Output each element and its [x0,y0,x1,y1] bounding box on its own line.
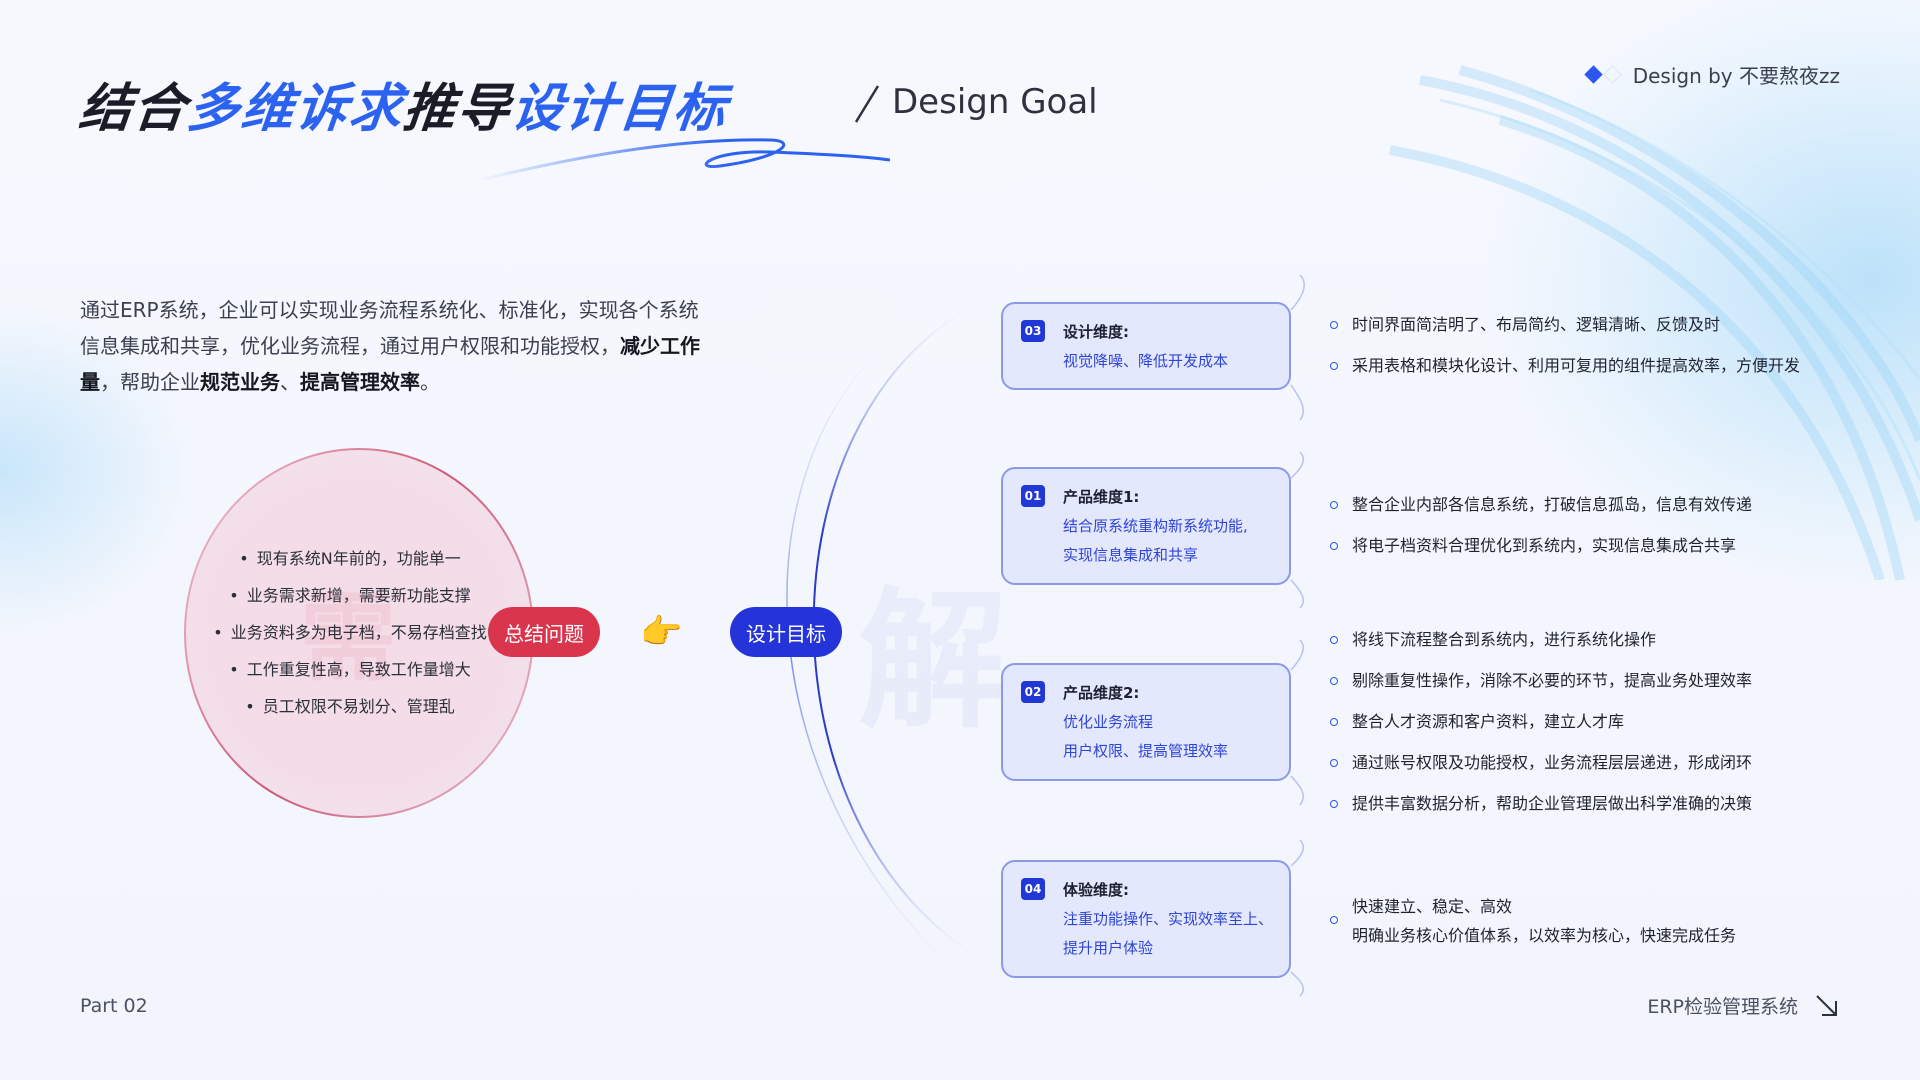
bullets-experience: 快速建立、稳定、高效 明确业务核心价值体系，以效率为核心，快速完成任务 [1330,892,1736,950]
title-underline-swoosh [479,138,890,182]
list-item-line: 明确业务核心价值体系，以效率为核心，快速完成任务 [1352,926,1737,945]
arrow-down-right-icon [1816,994,1837,1016]
node-desc: 注重功能操作、实现效率至上、 [1063,910,1274,928]
list-item: 员工权限不易划分、管理乱 [200,694,500,731]
page-title: 结合多维诉求推导设计目标 Design Goal [76,68,1097,139]
list-item: 业务资料多为电子档，不易存档查找 [200,620,500,657]
node-product-dimension-2: 02 产品维度2: 优化业务流程 用户权限、提高管理效率 [1001,663,1291,781]
node-title: 体验维度: [1063,881,1129,899]
design-by: Design by 不要熬夜zz [1584,60,1840,89]
pointing-hand-icon: 👉 [640,612,683,652]
node-badge: 04 [1021,878,1045,900]
node-desc: 优化业务流程 [1063,713,1154,731]
node-title: 产品维度1: [1063,488,1140,506]
node-experience-dimension: 04 体验维度: 注重功能操作、实现效率至上、 提升用户体验 [1001,860,1291,978]
list-item: 采用表格和模块化设计、利用可复用的组件提高效率，方便开发 [1330,353,1800,394]
list-item: 业务需求新增，需要新功能支撑 [200,583,500,620]
bullets-product-2: 将线下流程整合到系统内，进行系统化操作 剔除重复性操作，消除不必要的环节，提高业… [1330,627,1752,832]
node-desc: 结合原系统重构新系统功能, [1063,517,1248,535]
node-design-dimension: 03 设计维度: 视觉降噪、降低开发成本 [1001,302,1291,390]
bullets-design: 时间界面简洁明了、布局简约、逻辑清晰、反馈及时 采用表格和模块化设计、利用可复用… [1330,312,1800,394]
footer-system-label: ERP检验管理系统 [1647,996,1798,1018]
node-desc: 视觉降噪、降低开发成本 [1063,352,1229,370]
list-item: 通过账号权限及功能授权，业务流程层层递进，形成闭环 [1330,750,1752,791]
watermark-glyph: 解 [858,575,1009,749]
list-item: 将线下流程整合到系统内，进行系统化操作 [1330,627,1752,668]
design-by-label: Design by 不要熬夜zz [1632,64,1840,88]
list-item: 剔除重复性操作，消除不必要的环节，提高业务处理效率 [1330,668,1752,709]
list-item: 现有系统N年前的，功能单一 [200,546,500,583]
node-desc: 实现信息集成和共享 [1063,546,1199,564]
node-badge: 01 [1021,485,1045,507]
title-slash-divider [854,85,880,123]
problems-list: 现有系统N年前的，功能单一 业务需求新增，需要新功能支撑 业务资料多为电子档，不… [200,546,500,731]
node-desc: 提升用户体验 [1063,939,1154,957]
list-item: 整合人才资源和客户资料，建立人才库 [1330,709,1752,750]
node-title: 产品维度2: [1063,684,1140,702]
list-item: 将电子档资料合理优化到系统内，实现信息集成合共享 [1330,533,1752,574]
node-title: 设计维度: [1063,323,1129,341]
node-product-dimension-1: 01 产品维度1: 结合原系统重构新系统功能, 实现信息集成和共享 [1001,467,1291,585]
title-part-1: 结合 [76,78,191,139]
footer-system-name: ERP检验管理系统 [1647,992,1840,1019]
list-item: 整合企业内部各信息系统，打破信息孤岛，信息有效传递 [1330,492,1752,533]
intro-paragraph: 通过ERP系统，企业可以实现业务流程系统化、标准化，实现各个系统信息集成和共享，… [80,298,700,394]
summary-problems-pill: 总结问题 [488,607,600,657]
footer-part-label: Part 02 [80,995,148,1017]
list-item-line: 快速建立、稳定、高效 [1352,897,1513,916]
bullets-product-1: 整合企业内部各信息系统，打破信息孤岛，信息有效传递 将电子档资料合理优化到系统内… [1330,492,1752,574]
list-item: 快速建立、稳定、高效 明确业务核心价值体系，以效率为核心，快速完成任务 [1330,892,1736,950]
title-part-2: 多维诉求 [184,78,407,139]
list-item: 时间界面简洁明了、布局简约、逻辑清晰、反馈及时 [1330,312,1800,353]
diamond-icon [1584,65,1622,84]
node-desc: 用户权限、提高管理效率 [1063,742,1229,760]
node-badge: 03 [1021,320,1045,342]
page-title-en: Design Goal [892,82,1098,122]
list-item: 提供丰富数据分析，帮助企业管理层做出科学准确的决策 [1330,791,1752,832]
node-badge: 02 [1021,681,1045,703]
design-goal-pill: 设计目标 [730,607,842,657]
list-item: 工作重复性高，导致工作量增大 [200,657,500,694]
